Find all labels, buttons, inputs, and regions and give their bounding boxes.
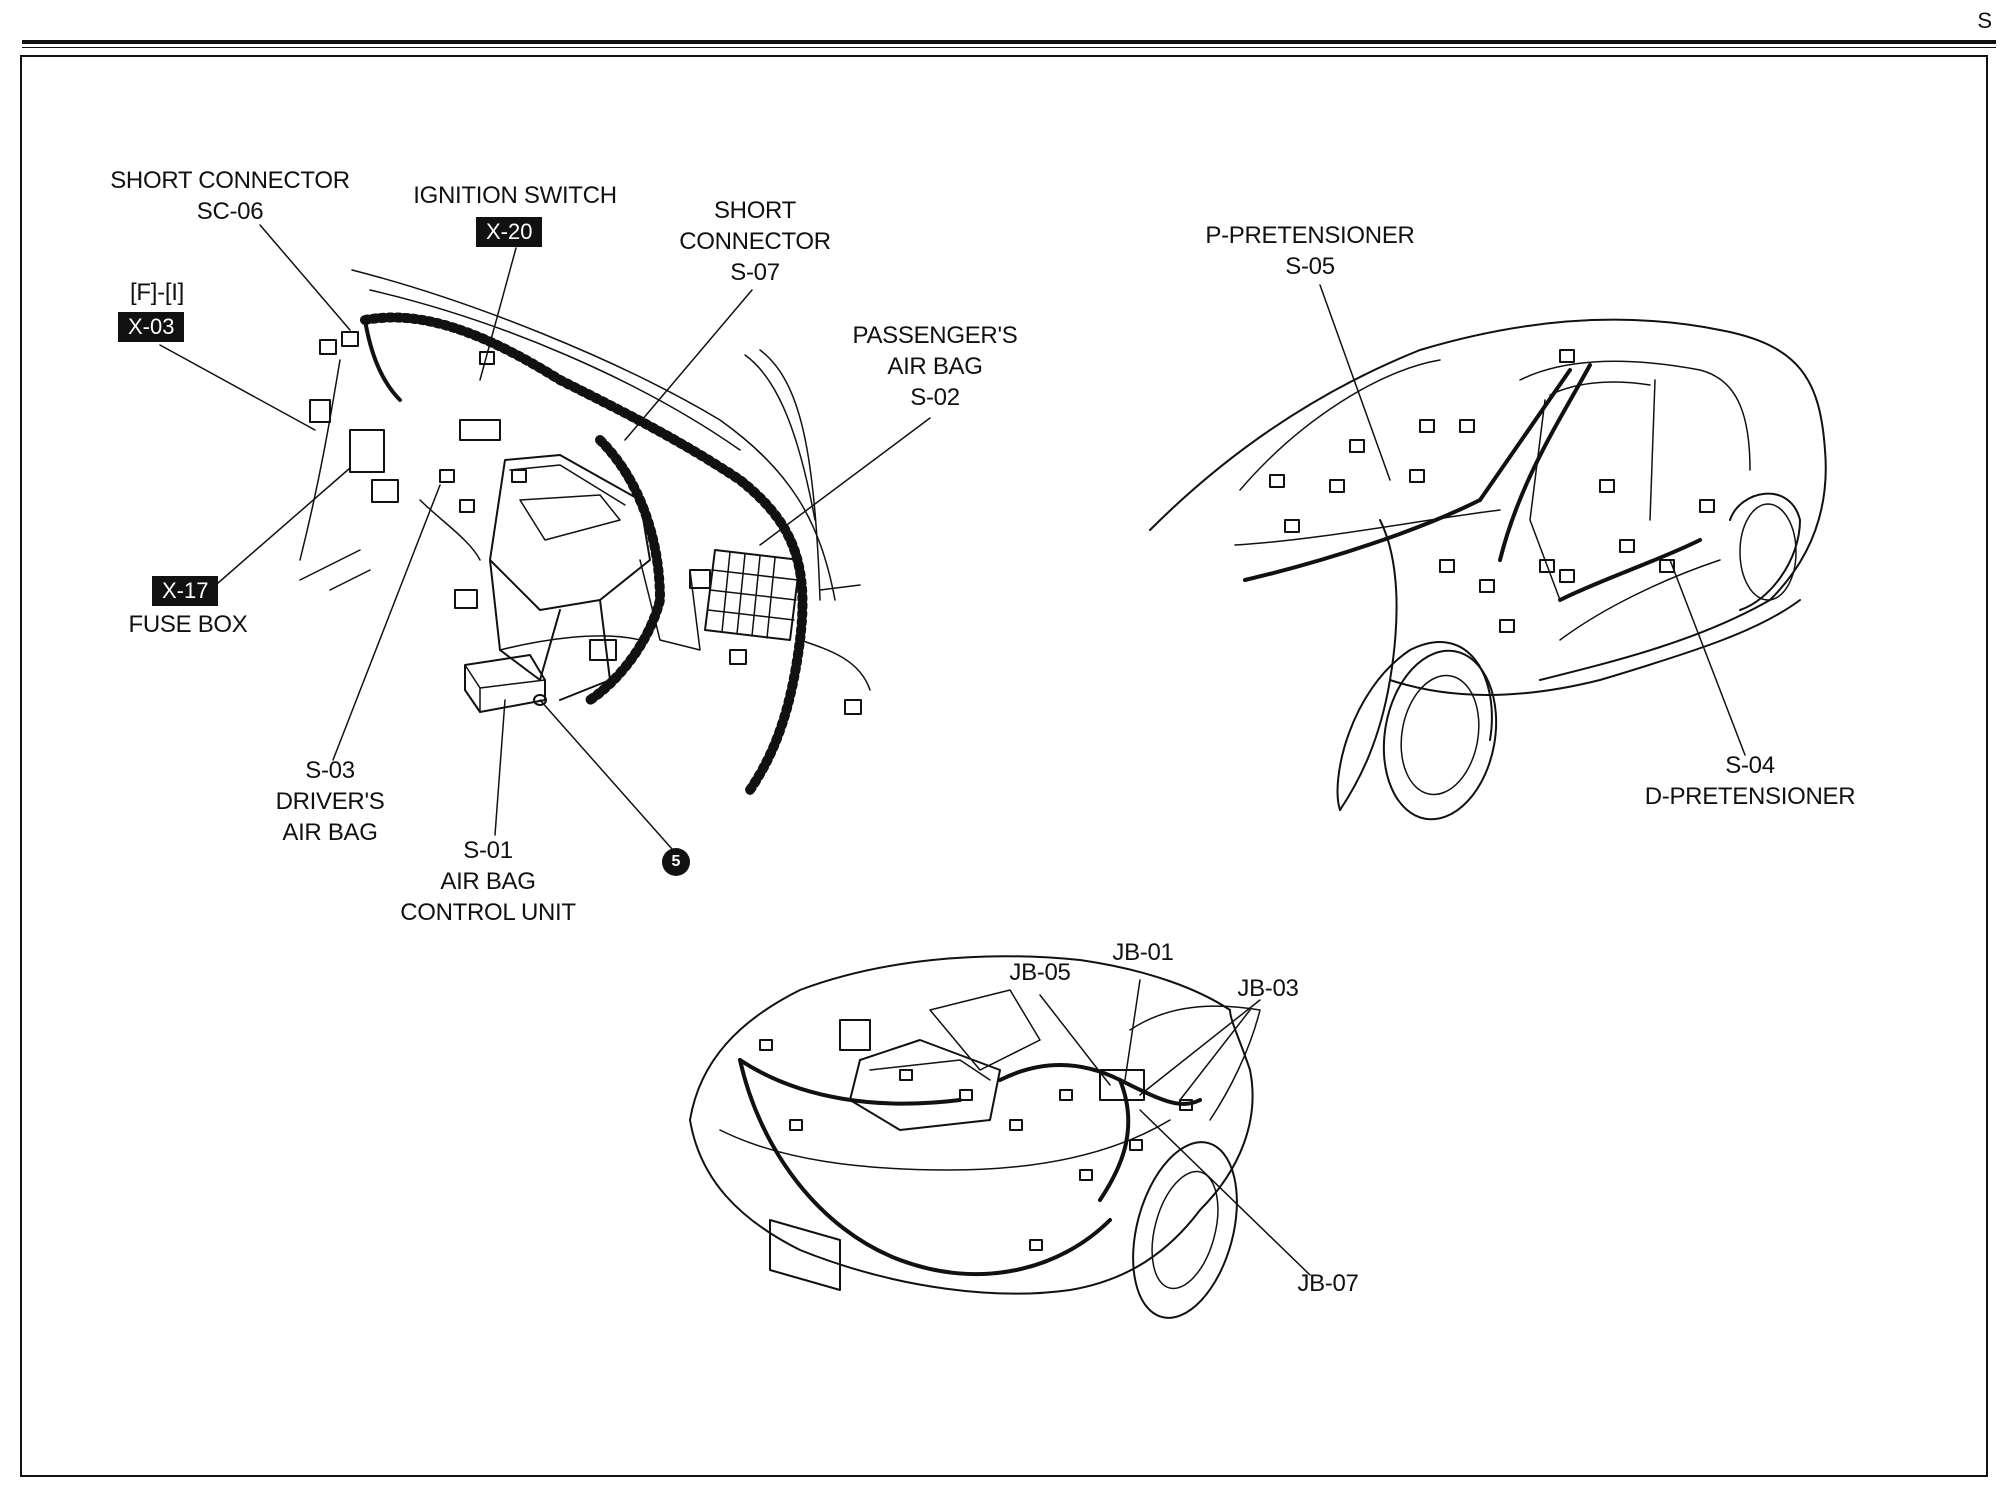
label-jb07: JB-07	[1297, 1270, 1359, 1297]
label-d-pretensioner: S-04 D-PRETENSIONER	[1644, 752, 1856, 810]
label-jb05: JB-05	[1009, 959, 1071, 986]
sedan-harness-drawing	[1149, 318, 1827, 821]
label-air-bag-control-unit: S-01 AIR BAG CONTROL UNIT	[400, 837, 576, 926]
header-rule-thin	[22, 47, 1996, 48]
label-passengers-air-bag: PASSENGER'S AIR BAG S-02	[852, 322, 1018, 411]
engine-bay-harness-drawing	[689, 955, 1261, 1319]
label-p-pretensioner: P-PRETENSIONER S-05	[1205, 222, 1415, 280]
ground-point-badge: 5	[662, 848, 690, 876]
header-rule	[22, 40, 1996, 44]
diagram-frame	[20, 55, 1988, 1477]
label-ignition-switch: IGNITION SWITCH	[413, 182, 617, 209]
label-jb03: JB-03	[1237, 975, 1299, 1002]
dashboard-harness-drawing	[299, 269, 871, 795]
tag-x20: X-20	[476, 217, 543, 247]
leader-lines	[159, 224, 1746, 1276]
label-fuse-box: FUSE BOX	[128, 611, 248, 638]
tag-x03: X-03	[118, 312, 185, 342]
label-drivers-air-bag: S-03 DRIVER'S AIR BAG	[275, 757, 385, 846]
label-short-connector-s07: SHORT CONNECTOR S-07	[679, 197, 831, 286]
tag-x17: X-17	[152, 576, 219, 606]
label-jb01: JB-01	[1112, 939, 1174, 966]
label-short-connector-sc06: SHORT CONNECTOR SC-06	[110, 167, 350, 225]
section-letter: S	[1977, 8, 1992, 33]
label-fi: [F]-[I]	[130, 279, 184, 306]
